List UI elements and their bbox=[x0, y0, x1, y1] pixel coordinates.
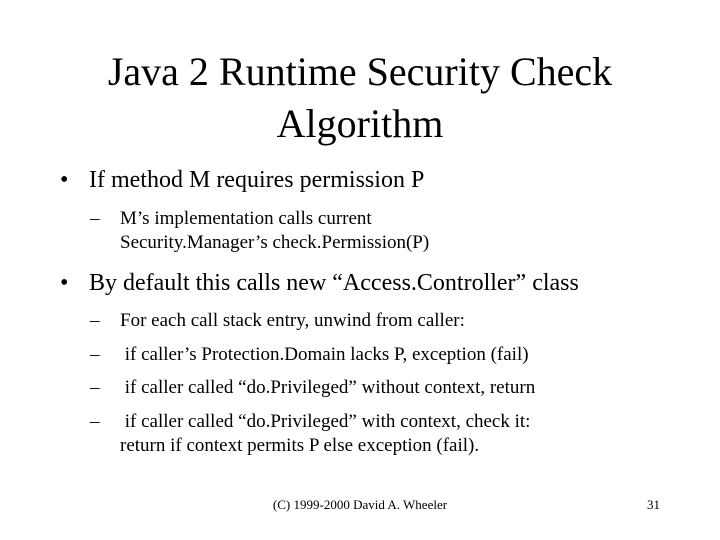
sub-bullet-text: M’s implementation calls current Securit… bbox=[120, 207, 429, 255]
slide-footer: (C) 1999-2000 David A. Wheeler bbox=[272, 497, 448, 512]
bullet-mark: • bbox=[60, 167, 69, 193]
sub-bullet-mark: – bbox=[90, 411, 100, 432]
slide-title: Java 2 Runtime Security Check Algorithm bbox=[40, 46, 680, 150]
sub-bullet-line: return if context permits P else excepti… bbox=[120, 435, 480, 456]
sub-bullet-line: For each call stack entry, unwind from c… bbox=[120, 310, 465, 331]
page-number: 31 bbox=[647, 497, 660, 512]
sub-bullet-text: For each call stack entry, unwind from c… bbox=[120, 309, 465, 333]
sub-bullet-text: if caller called “do.Privileged” without… bbox=[120, 376, 535, 400]
sub-bullet-line: M’s implementation calls current bbox=[120, 208, 372, 229]
sub-bullet-mark: – bbox=[90, 377, 100, 398]
bullet-mark: • bbox=[60, 270, 69, 296]
slide-title-line-1: Java 2 Runtime Security Check bbox=[107, 49, 613, 94]
sub-bullet-mark: – bbox=[90, 310, 100, 331]
slide-title-line-2: Algorithm bbox=[276, 101, 444, 146]
sub-bullet-text: if caller’s Protection.Domain lacks P, e… bbox=[120, 343, 529, 367]
sub-bullet-line: if caller called “do.Privileged” with co… bbox=[120, 411, 531, 432]
sub-bullet-text: if caller called “do.Privileged” with co… bbox=[120, 410, 530, 458]
sub-bullet-line: if caller’s Protection.Domain lacks P, e… bbox=[120, 344, 529, 365]
sub-bullet-mark: – bbox=[90, 344, 100, 365]
sub-bullet-line: if caller called “do.Privileged” without… bbox=[120, 377, 536, 398]
bullet-text: If method M requires permission P bbox=[89, 167, 425, 193]
bullet-text: By default this calls new “Access.Contro… bbox=[89, 270, 579, 296]
sub-bullet-mark: – bbox=[90, 208, 100, 229]
sub-bullet-line: Security.Manager’s check.Permission(P) bbox=[120, 232, 430, 253]
